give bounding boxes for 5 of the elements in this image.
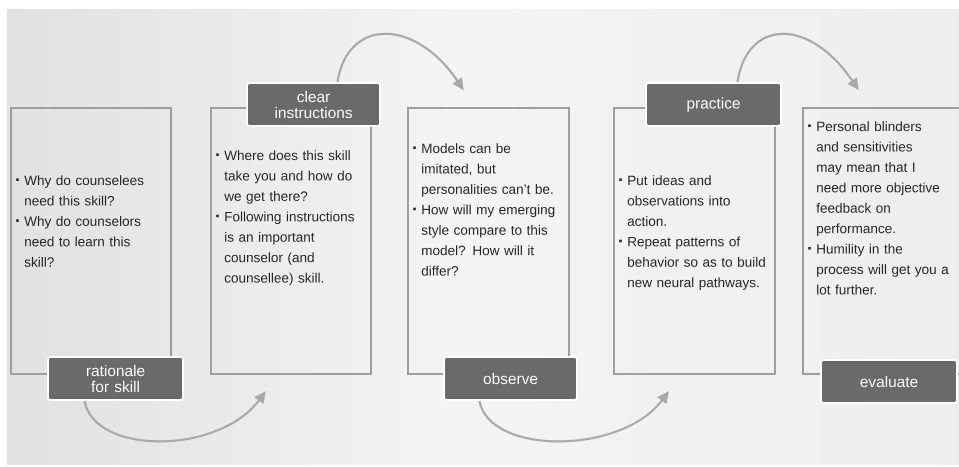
step-tab: evaluate (820, 359, 958, 404)
step-tab: practice (645, 82, 782, 127)
step-tab: rationale for skill (47, 356, 184, 401)
step-tab: clear instructions (246, 82, 381, 127)
step-tab: observe (443, 356, 578, 401)
